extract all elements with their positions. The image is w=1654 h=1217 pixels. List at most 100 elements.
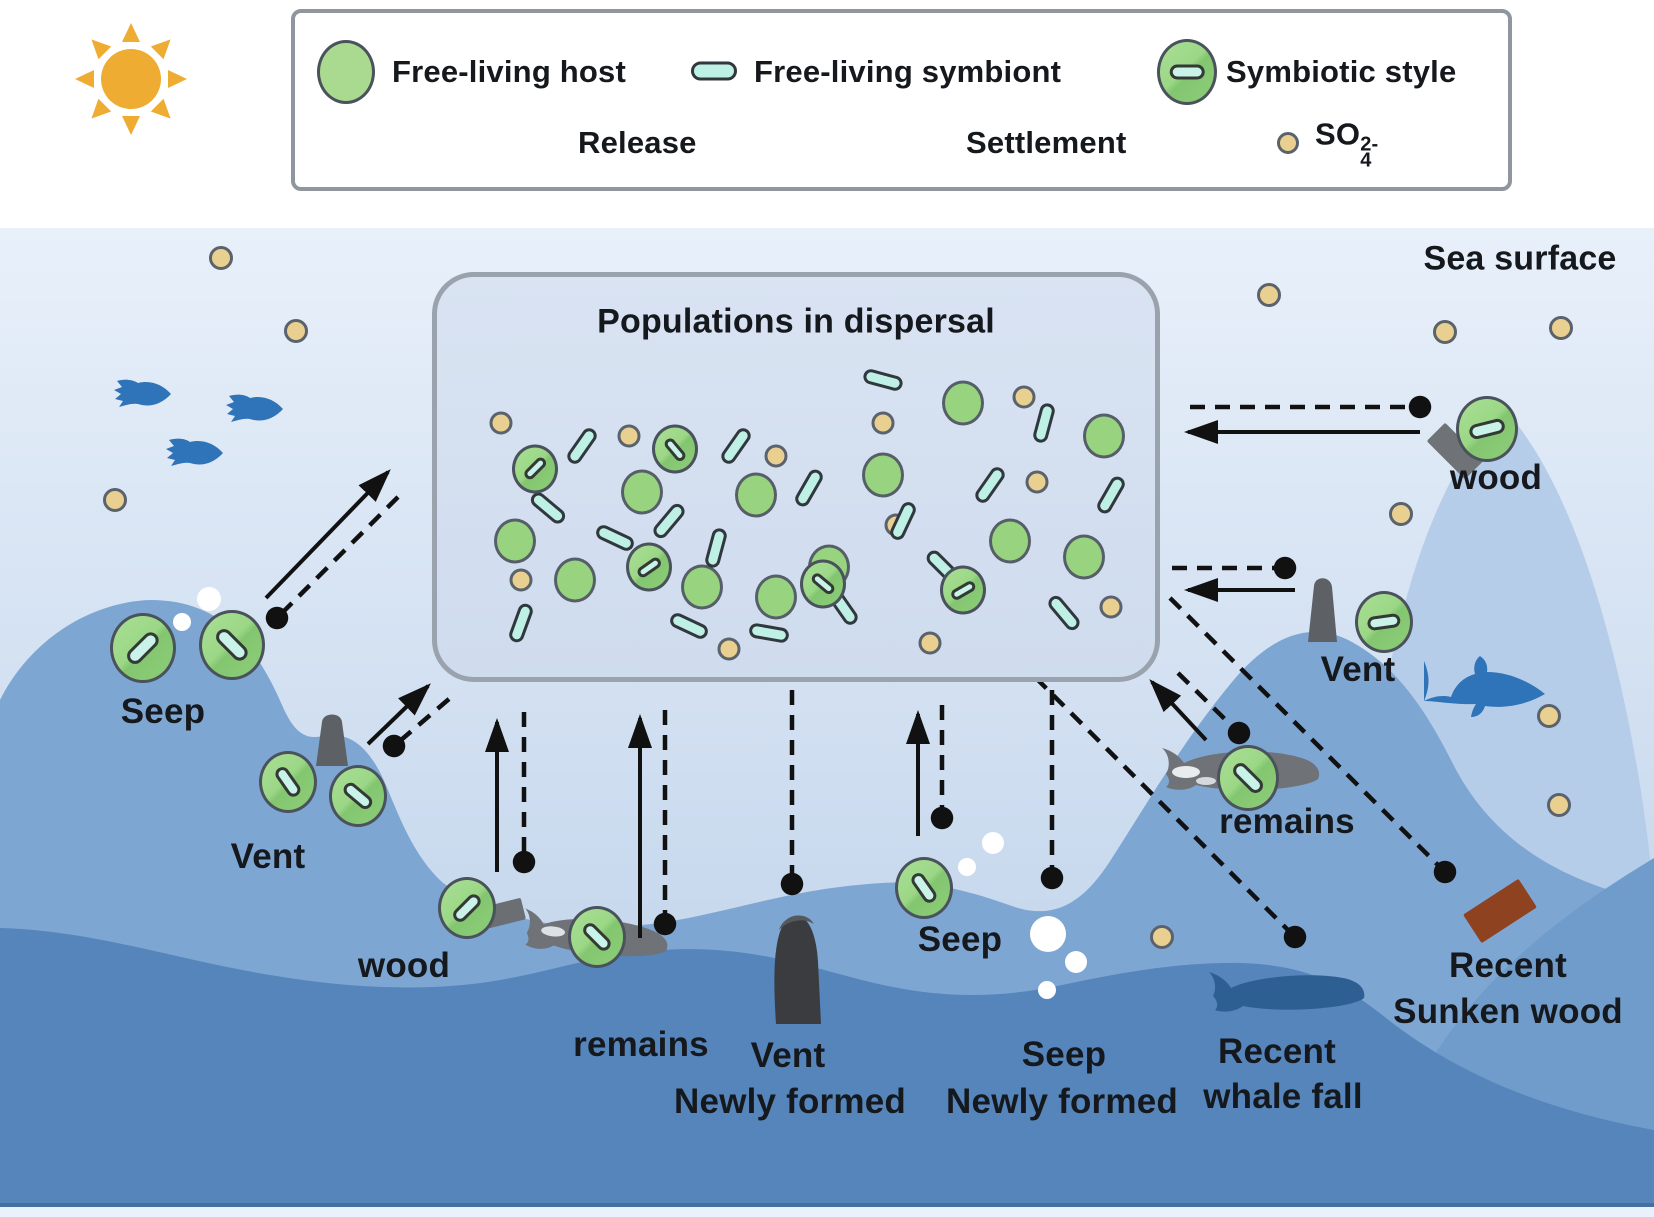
symbiotic-circle [329,765,387,827]
symbiotic-circle [895,857,953,919]
so4-molecule-icon [509,568,533,592]
vent-chimney-new [774,915,821,1024]
free-living-host-icon [620,469,663,515]
vent-chimney-right [1308,578,1337,642]
seep-bubbles [173,587,1087,999]
symbiont-pill-icon [908,870,940,906]
legend-symbiont-label: Free-living symbiont [754,54,1062,89]
symbiont-pill-icon [212,625,252,665]
free-living-host-icon [1083,413,1126,459]
so4-molecule-icon [1389,502,1413,526]
legend-symbiotic-label: Symbiotic style [1226,54,1457,89]
so4-molecule-icon [1150,925,1174,949]
wood-piece-right [1427,423,1483,479]
so4-molecule-icon [871,411,895,435]
symbiont-pill-icon [949,579,978,602]
vent-new-label-2: Newly formed [674,1082,906,1121]
shark-icon [1424,656,1545,717]
symbiont-pill-icon [123,628,163,668]
symbiont-pill-icon [450,891,484,925]
remains-right-label: remains [1219,802,1355,841]
seep-left-label: Seep [120,692,206,731]
free-living-host-icon [493,518,536,564]
bottom-light-strip [0,1207,1654,1217]
symbiotic-circle [568,906,626,968]
dispersal-box-title: Populations in dispersal [597,302,995,341]
symbiotic-circle [1456,396,1518,462]
so4-molecule-icon [1433,320,1457,344]
symbiont-pill-icon [1366,612,1402,632]
symbiotic-circle [438,877,496,939]
free-living-host-icon [942,380,985,426]
legend-box [291,9,1512,191]
symbiotic-circle [259,751,317,813]
seep-new-label-2: Newly formed [946,1082,1178,1121]
symbiont-pill-icon [1230,760,1266,796]
free-living-host-icon [734,472,777,518]
symbiont-pill-icon [272,764,304,800]
so4-molecule-icon [1549,316,1573,340]
vent-new-label-1: Vent [750,1036,826,1075]
wood-right-label: wood [1449,458,1543,497]
so4-molecule-icon [1025,470,1049,494]
so4-molecule-icon [764,444,788,468]
vent-left-label: Vent [230,837,306,876]
so4-molecule-icon [1537,704,1561,728]
symbiont-pill-icon [809,571,837,596]
so4-molecule-icon [717,637,741,661]
symbiotic-circle [625,542,672,592]
symbiont-pill-icon [521,455,548,482]
symbiotic-circle [199,610,265,680]
free-living-host-icon [754,574,797,620]
symbiotic-circle [940,565,987,615]
legend-symbiont-icon [691,61,737,81]
symbiont-pill-icon [663,435,688,463]
so4-molecule-icon [209,246,233,270]
settlement-arrows [265,131,1457,949]
seep-mid-label: Seep [917,920,1003,959]
free-living-host-icon [989,518,1032,564]
symbiont-pill-icon [580,920,614,954]
symbiont-pill-icon [635,555,663,579]
legend-release-label: Release [578,125,697,160]
sea-surface-label: Sea surface [1423,239,1617,278]
settle-seep-left [265,495,400,630]
settle-sunken-wood [1168,596,1457,884]
so4-molecule-icon [284,319,308,343]
legend-host-icon [317,40,375,104]
settle-vent-left [382,697,451,758]
sunken-wood-piece [1463,879,1537,943]
settle-whale-fall [1016,658,1307,949]
bottom-edge-line [0,1203,1654,1207]
release-vent-left [366,683,431,746]
so4-molecule-icon [1257,283,1281,307]
whale-icon [1209,972,1365,1012]
symbiont-pill-icon [1467,417,1507,441]
free-living-host-icon [553,557,596,603]
symbiont-pill-icon [340,779,376,813]
so4-molecule-icon [489,411,513,435]
so4-molecule-icon [1099,595,1123,619]
so4-subscript: 4 [1360,150,1372,172]
release-seep-left [264,469,391,600]
settle-remains-right [1176,671,1251,745]
free-living-host-icon [1062,534,1105,580]
free-living-host-icon [681,564,724,610]
so4-superscript: 2- [1360,133,1379,156]
seep-new-label-1: Seep [1021,1035,1107,1074]
legend-host-label: Free-living host [392,54,627,89]
whale-fall-label-2: whale fall [1203,1077,1363,1116]
vent-chimney-left [316,714,348,766]
so4-molecule-icon [617,424,641,448]
so4-molecule-icon [1012,385,1036,409]
so4-molecule-icon [1547,793,1571,817]
legend-symbiotic-icon [1157,39,1217,105]
so4-molecule-icon [103,488,127,512]
release-remains-right [1149,679,1208,742]
symbiotic-circle [1217,745,1279,811]
sun-icon [75,23,187,135]
symbiotic-circle [799,559,846,609]
vent-right-label: Vent [1320,650,1396,689]
so4-molecule-icon [918,631,942,655]
